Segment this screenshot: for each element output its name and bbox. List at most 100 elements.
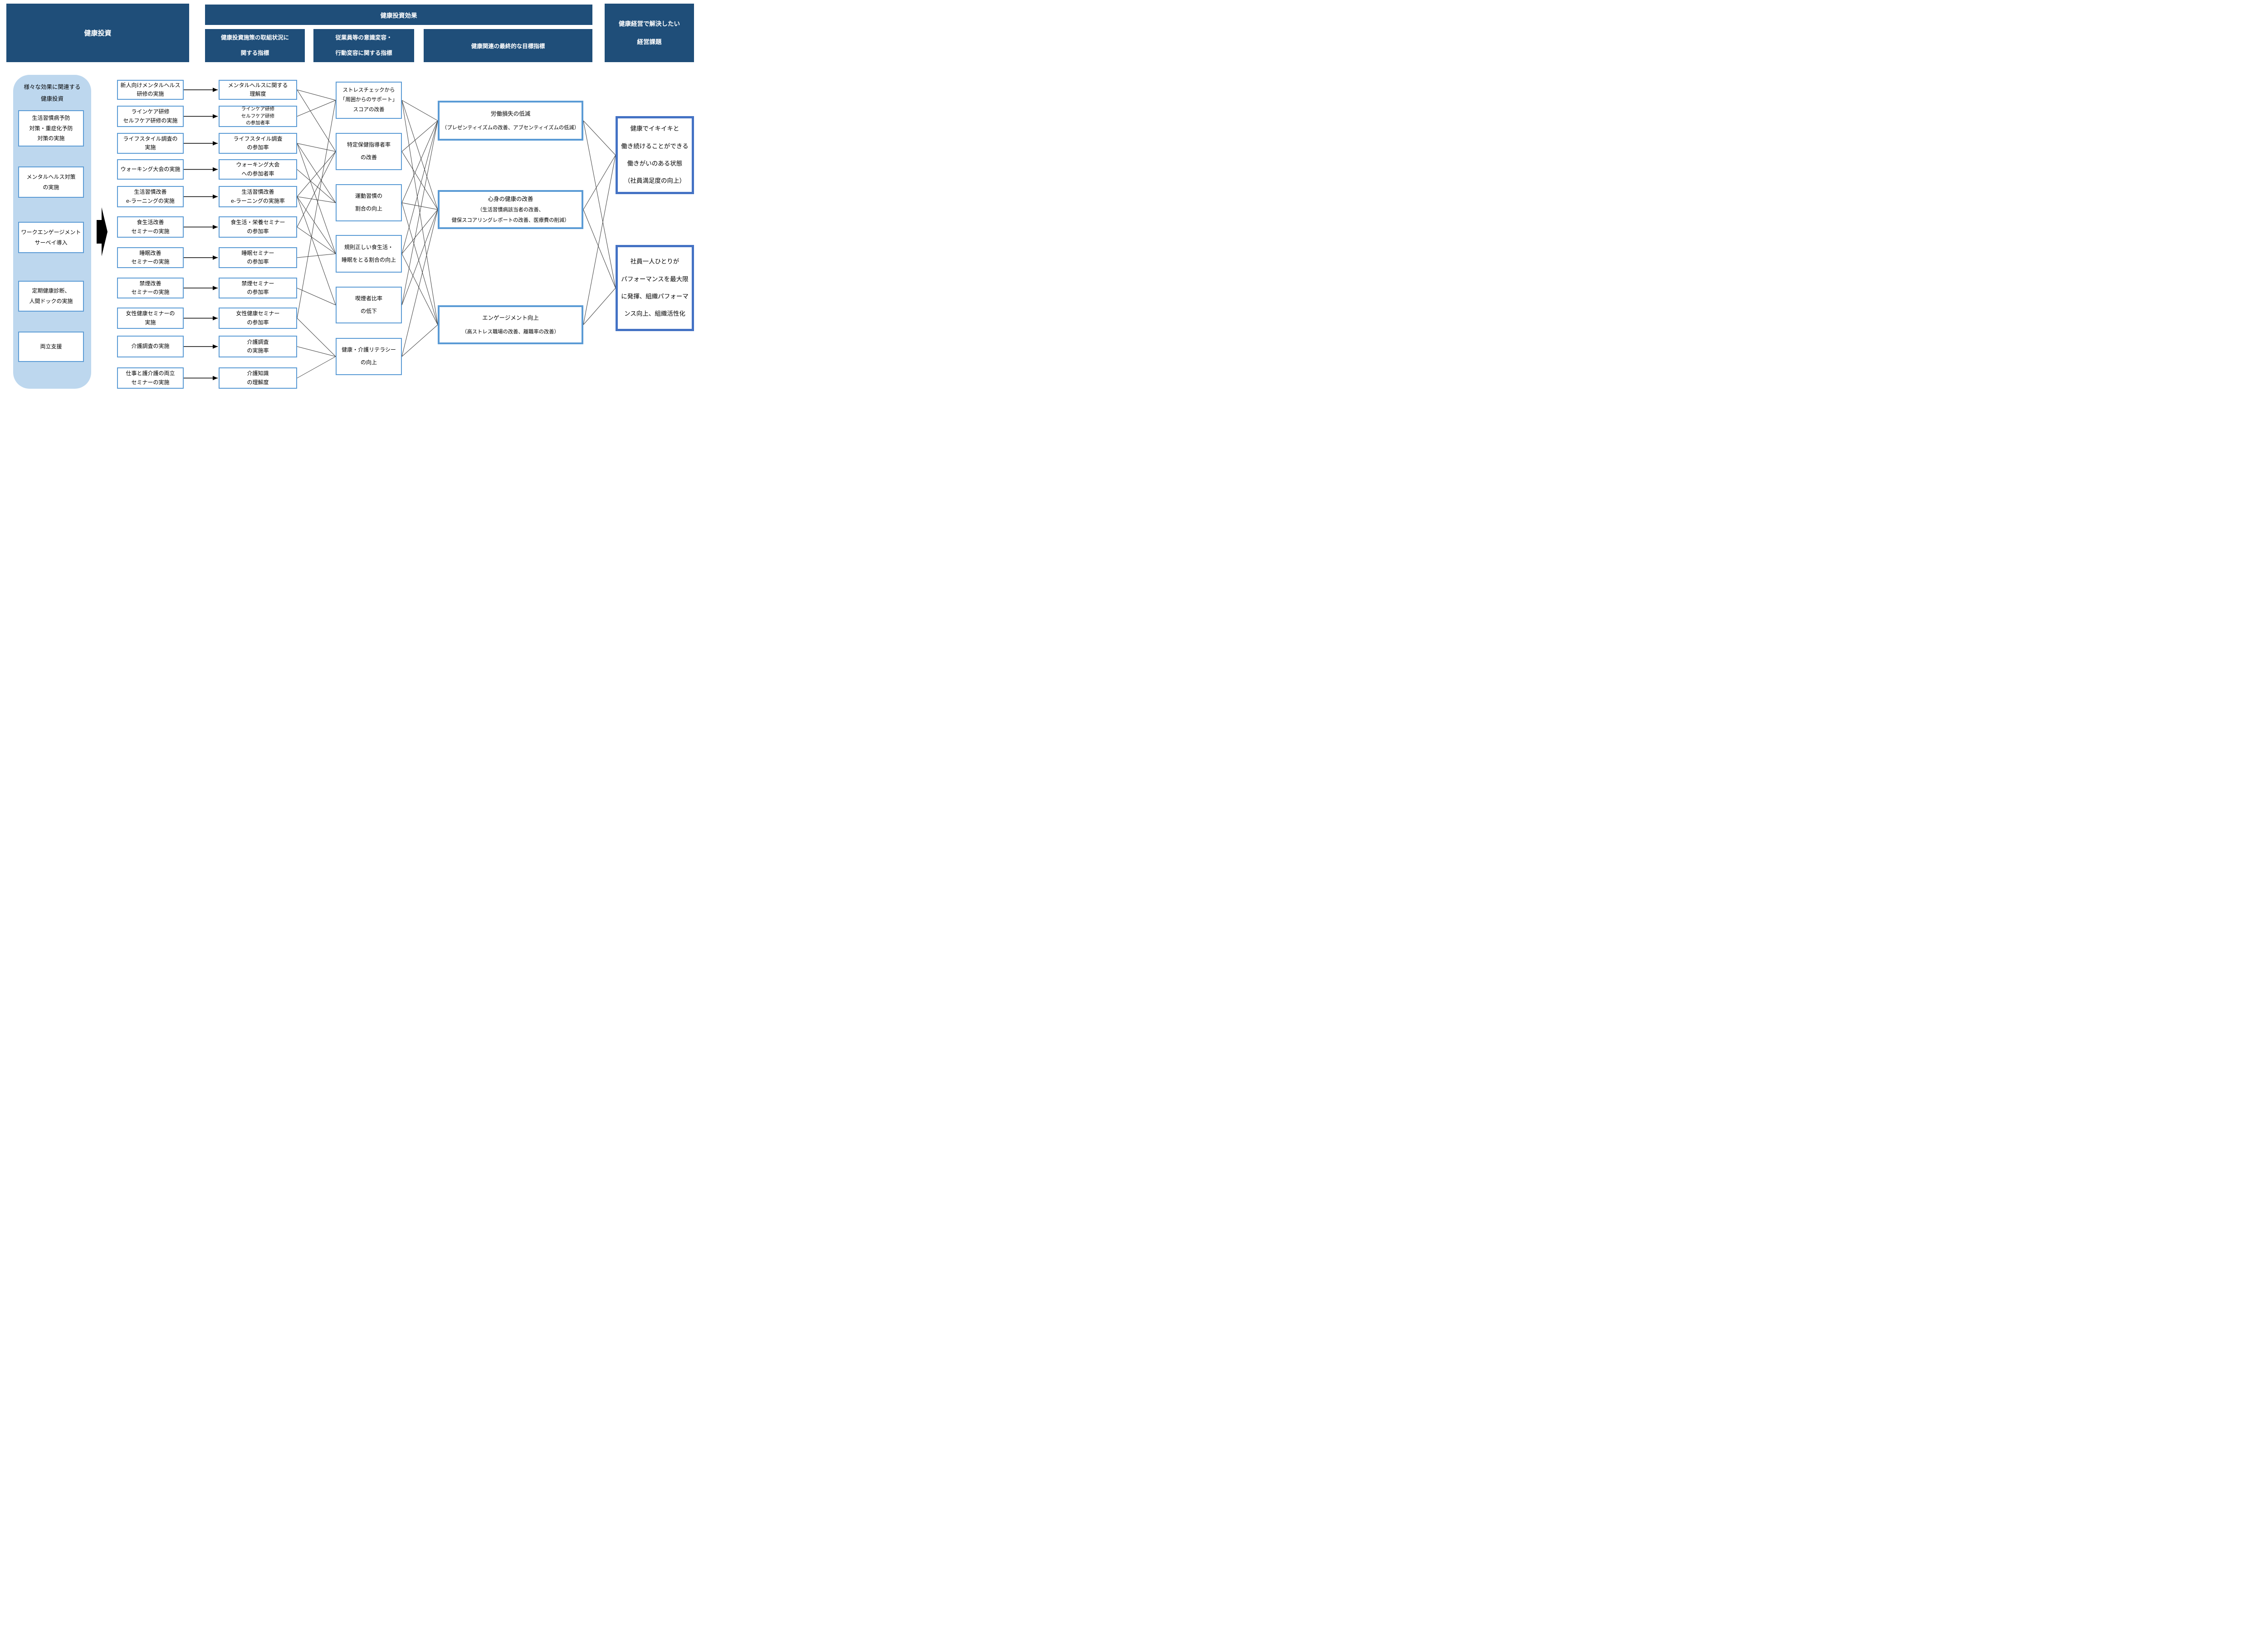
header-process-indicators: 健康投資施策の取組状況に 関する指標 xyxy=(205,29,305,62)
label-line: エンゲージメント向上 xyxy=(482,315,539,322)
process-indicator-box: 介護調査 の実施率 xyxy=(219,336,297,357)
label-line: 割合の向上 xyxy=(355,205,382,212)
connector-line xyxy=(297,143,336,254)
label-line: 働きがいのある状態 xyxy=(627,160,683,167)
measure-box: 仕事と護介護の両立 セミナーの実施 xyxy=(117,367,184,389)
measure-box: 生活習慣改善 e-ラーニングの実施 xyxy=(117,186,184,207)
label-line: 働き続けることができる xyxy=(621,142,689,150)
measure-box: 禁煙改善 セミナーの実施 xyxy=(117,278,184,298)
sidebar-item-mental-health: メンタルヘルス対策 の実施 xyxy=(18,166,84,198)
behavior-indicator-box: 特定保健指導者率 の改善 xyxy=(336,133,402,170)
label-line: 規則正しい食生活・ xyxy=(344,244,393,250)
connector-line xyxy=(401,151,438,210)
target-indicator-box: 心身の健康の改善 （生活習慣病該当者の改善、 健保スコアリングレポートの改善、医… xyxy=(438,190,583,229)
connector-line xyxy=(401,120,438,305)
behavior-indicator-box: 健康・介護リテラシー の向上 xyxy=(336,338,402,375)
header-label: 健康投資 xyxy=(84,29,112,37)
label-line: ウォーキング大会 xyxy=(236,161,280,168)
label-line: 両立支援 xyxy=(40,343,62,350)
label-line: の実施率 xyxy=(247,347,269,354)
process-indicator-box: ラインケア研修 セルフケア研修 の参加者率 xyxy=(219,106,297,127)
label-line: 介護調査の実施 xyxy=(131,343,170,350)
label-line: 睡眠をとる割合の向上 xyxy=(341,256,396,263)
label-line: の向上 xyxy=(360,359,377,366)
label-line: 運動習慣の xyxy=(355,193,382,200)
label-line: スコアの改善 xyxy=(353,107,385,112)
connector-line xyxy=(297,89,336,152)
label-line: ウォーキング大会の実施 xyxy=(120,166,181,172)
sidebar-title-line: 健康投資 xyxy=(40,95,64,102)
label-line: の実施 xyxy=(43,184,59,191)
connector-line xyxy=(583,120,616,156)
label-line: 食生活・栄養セミナー xyxy=(230,219,285,226)
label-line: セミナーの実施 xyxy=(131,379,170,386)
label-line: 睡眠セミナー xyxy=(241,249,274,256)
label-line: 禁煙改善 xyxy=(139,280,161,287)
label-line: セミナーの実施 xyxy=(131,259,170,265)
behavior-indicator-box: 喫煙者比率 の低下 xyxy=(336,287,402,323)
label-line: 健康でイキイキと xyxy=(630,125,679,132)
header-label-line: 行動変容に関する指標 xyxy=(335,49,392,56)
sidebar-item-health-checkup: 定期健康診断、 人間ドックの実施 xyxy=(18,281,84,312)
connector-line xyxy=(401,202,438,325)
label-line: に発揮、組織パフォーマ xyxy=(621,293,689,300)
process-indicator-box: メンタルヘルスに関する 理解度 xyxy=(219,80,297,100)
measure-box: 新人向けメンタルヘルス 研修の実施 xyxy=(117,80,184,100)
connector-line xyxy=(583,120,616,288)
label-line: の参加率 xyxy=(247,228,269,235)
label-line: 実施 xyxy=(145,144,156,151)
process-indicator-box: ライフスタイル調査 の参加率 xyxy=(219,133,297,154)
header-behavior-indicators: 従業員等の意識変容・ 行動変容に関する指標 xyxy=(313,29,414,62)
label-line: ラインケア研修 xyxy=(241,106,275,112)
label-line: ライフスタイル調査 xyxy=(233,135,283,142)
connector-line xyxy=(297,100,336,318)
process-indicator-box: 禁煙セミナー の参加率 xyxy=(219,278,297,298)
connector-line xyxy=(583,288,616,325)
goal-box: 健康でイキイキと 働き続けることができる 働きがいのある状態 （社員満足度の向上… xyxy=(616,116,694,194)
label-line: 生活習慣改善 xyxy=(134,189,167,195)
connector-line xyxy=(401,209,438,254)
header-label-line: 関する指標 xyxy=(240,49,269,56)
label-line: 生活習慣病予防 xyxy=(32,114,70,121)
behavior-indicator-box: 運動習慣の 割合の向上 xyxy=(336,184,402,221)
connector-line xyxy=(401,120,438,152)
header-label-line: 健康投資施策の取組状況に xyxy=(220,34,289,41)
header-label-line: 健康経営で解決したい xyxy=(619,20,680,28)
connector-line xyxy=(401,209,438,357)
sidebar-title-line: 様々な効果に関連する xyxy=(24,84,81,90)
label-line: 対策の実施 xyxy=(37,135,65,142)
label-line: ストレスチェックから xyxy=(342,88,395,93)
process-indicator-box: ウォーキング大会 への参加者率 xyxy=(219,159,297,180)
connector-line xyxy=(401,100,438,210)
connector-line xyxy=(297,196,336,203)
strategy-map: 健康投資 健康投資効果 健康投資施策の取組状況に 関する指標 従業員等の意識変容… xyxy=(0,0,701,393)
label-line: 女性健康セミナー xyxy=(236,310,280,317)
label-line: 理解度 xyxy=(249,91,266,97)
label-line: セルフケア研修の実施 xyxy=(123,117,178,124)
label-line: ラインケア研修 xyxy=(131,108,170,115)
label-line: （高ストレス職場の改善、離職率の改善） xyxy=(462,329,559,335)
sidebar-item-balance-support: 両立支援 xyxy=(18,332,84,362)
connector-line xyxy=(297,196,336,305)
process-indicator-box: 生活習慣改善 e-ラーニングの実施率 xyxy=(219,186,297,207)
label-line: の理解度 xyxy=(247,379,269,386)
label-line: e-ラーニングの実施 xyxy=(126,197,175,204)
label-line: の改善 xyxy=(360,154,377,161)
process-indicator-box: 介護知識 の理解度 xyxy=(219,367,297,389)
label-line: 禁煙セミナー xyxy=(241,280,274,287)
connector-line xyxy=(297,318,336,357)
connector-line xyxy=(297,356,336,378)
measure-box: 女性健康セミナーの 実施 xyxy=(117,308,184,329)
label-line: ワークエンゲージメント xyxy=(21,229,81,235)
connector-line xyxy=(401,120,438,254)
label-line: 定期健康診断、 xyxy=(32,288,70,294)
connector-line xyxy=(401,209,438,305)
connector-line xyxy=(297,151,336,197)
label-line: 心身の健康の改善 xyxy=(488,195,533,202)
connector-line xyxy=(401,324,438,357)
header-investment-effect: 健康投資効果 xyxy=(205,5,592,25)
label-line: 対策・重症化予防 xyxy=(29,125,73,132)
sidebar-title: 様々な効果に関連する 健康投資 xyxy=(13,82,91,105)
label-line: 女性健康セミナーの xyxy=(126,310,175,317)
connector-line xyxy=(297,151,336,227)
